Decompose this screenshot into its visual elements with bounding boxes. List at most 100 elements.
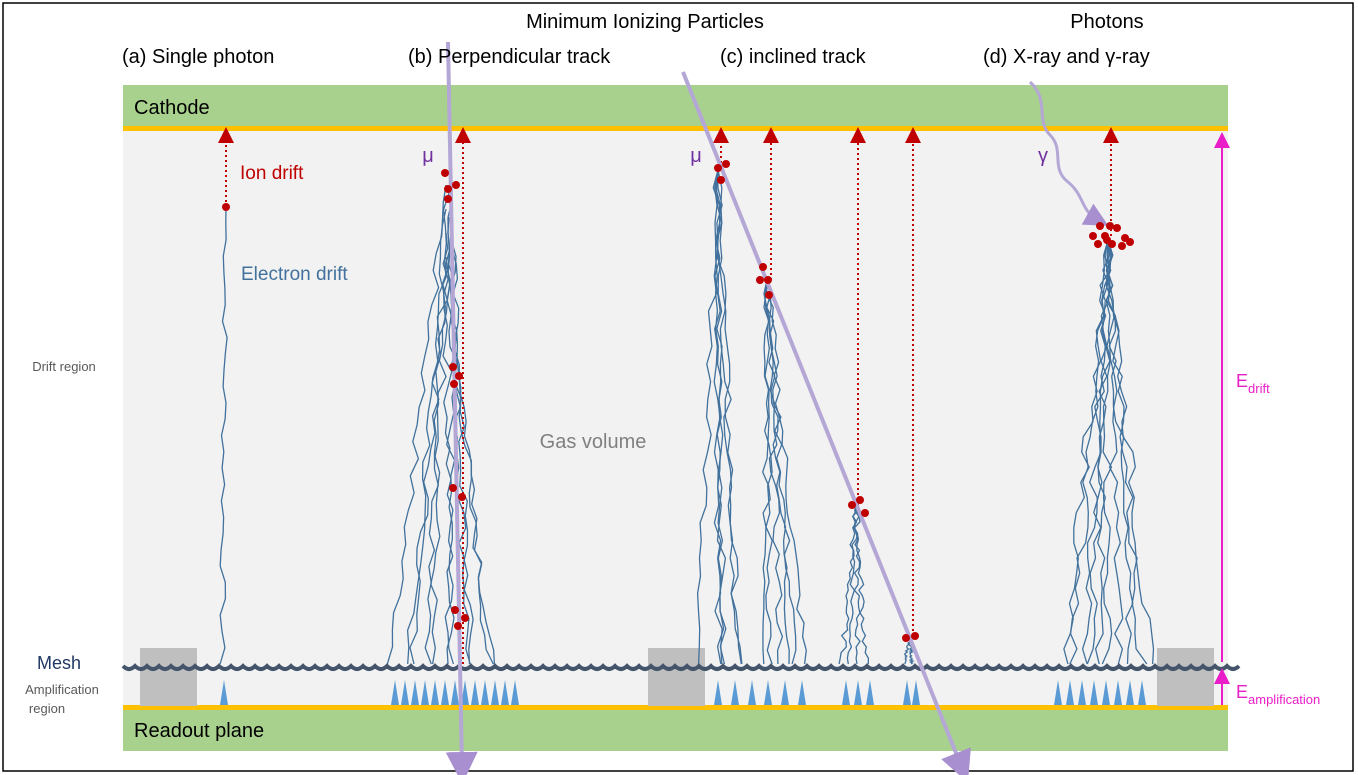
ionization-point: [861, 509, 869, 517]
ionization-point: [222, 203, 230, 211]
avalanche: [511, 680, 519, 705]
electron-track: [409, 200, 453, 665]
avalanche: [1138, 680, 1146, 705]
e-drift-label: Edrift: [1236, 371, 1270, 396]
e-amplification-label: Eamplification: [1236, 682, 1320, 707]
ionization-point: [458, 493, 466, 501]
avalanches: [220, 680, 1146, 705]
electron-track: [1101, 239, 1114, 665]
avalanche: [1090, 680, 1098, 705]
ionization-point: [1103, 236, 1111, 244]
avalanche: [501, 680, 509, 705]
pillar: [1157, 648, 1214, 706]
cathode-label: Cathode: [134, 97, 210, 119]
ionization-point: [756, 276, 764, 284]
ionization-point: [1089, 232, 1097, 240]
ionization-point: [765, 291, 773, 299]
ionization-point: [714, 164, 722, 172]
muon-track-c: [681, 71, 971, 775]
avalanche: [1126, 680, 1134, 705]
gas-volume-label: Gas volume: [540, 431, 647, 453]
ionization-point: [911, 632, 919, 640]
avalanche: [441, 680, 449, 705]
avalanche: [866, 680, 874, 705]
mesh-label: Mesh: [37, 653, 81, 673]
ionization-point: [856, 496, 864, 504]
mesh: [121, 663, 1241, 671]
amplification-region-label-2: region: [29, 701, 65, 716]
avalanche: [431, 680, 439, 705]
electron-track: [219, 206, 228, 665]
avalanche: [781, 680, 789, 705]
ionization-point: [450, 380, 458, 388]
ionization-point: [764, 276, 772, 284]
avalanche: [481, 680, 489, 705]
readout-plane: [123, 708, 1228, 751]
gamma-label: γ: [1038, 145, 1048, 167]
avalanche: [798, 680, 806, 705]
electron-track: [763, 279, 797, 665]
ionization-points: [222, 160, 1134, 642]
electron-track: [1105, 239, 1134, 665]
avalanche: [1114, 680, 1122, 705]
drift-region-label: Drift region: [32, 359, 96, 374]
avalanche: [912, 680, 920, 705]
avalanche: [401, 680, 409, 705]
avalanche: [903, 680, 911, 705]
readout-label: Readout plane: [134, 720, 264, 742]
electron-track: [853, 504, 861, 665]
gas-volume: [123, 128, 1228, 708]
ionization-point: [444, 185, 452, 193]
ionization-point: [848, 501, 856, 509]
ionization-point: [1106, 222, 1114, 230]
ionization-point: [449, 363, 457, 371]
ion-drift-label: Ion drift: [240, 163, 304, 184]
ionization-point: [455, 372, 463, 380]
ionization-point: [461, 614, 469, 622]
electron-track: [716, 169, 743, 665]
avalanche: [1066, 680, 1074, 705]
ionization-point: [722, 160, 730, 168]
avalanche: [411, 680, 419, 705]
electron-track: [451, 248, 474, 665]
pillar: [140, 648, 197, 706]
photon-path: [1028, 80, 1109, 226]
mu-label-c: μ: [690, 145, 702, 167]
electron-drift-tracks: [219, 169, 1155, 665]
ionization-point: [1096, 222, 1104, 230]
avalanche: [220, 680, 228, 705]
avalanche: [421, 680, 429, 705]
ionization-point: [1126, 238, 1134, 246]
title-mip: Minimum Ionizing Particles: [526, 11, 764, 33]
muon-track-b: [445, 41, 478, 775]
ionization-point: [1094, 240, 1102, 248]
amplification-region-label: Amplification: [25, 682, 99, 697]
avalanche: [714, 680, 722, 705]
electron-track: [763, 279, 773, 665]
electron-track: [762, 279, 771, 665]
electron-track: [1107, 239, 1155, 665]
ionization-point: [1113, 224, 1121, 232]
mu-label-b: μ: [422, 145, 434, 167]
ionization-point: [759, 263, 767, 271]
cathode-strip: [123, 126, 1228, 131]
avalanche: [461, 680, 469, 705]
ionization-point: [444, 195, 452, 203]
pillar: [648, 648, 705, 706]
ionization-point: [717, 176, 725, 184]
case-c-label: (c) inclined track: [720, 46, 867, 68]
electron-track: [442, 232, 455, 665]
electron-drift-label: Electron drift: [241, 264, 348, 285]
electron-track: [1094, 239, 1112, 665]
avalanche: [491, 680, 499, 705]
case-b-label: (b) Perpendicular track: [408, 46, 611, 68]
avalanche: [471, 680, 479, 705]
avalanche: [854, 680, 862, 705]
electron-track: [696, 169, 721, 665]
electron-track: [1069, 239, 1112, 665]
avalanche: [451, 680, 459, 705]
avalanche: [1078, 680, 1086, 705]
electron-track: [424, 208, 447, 665]
